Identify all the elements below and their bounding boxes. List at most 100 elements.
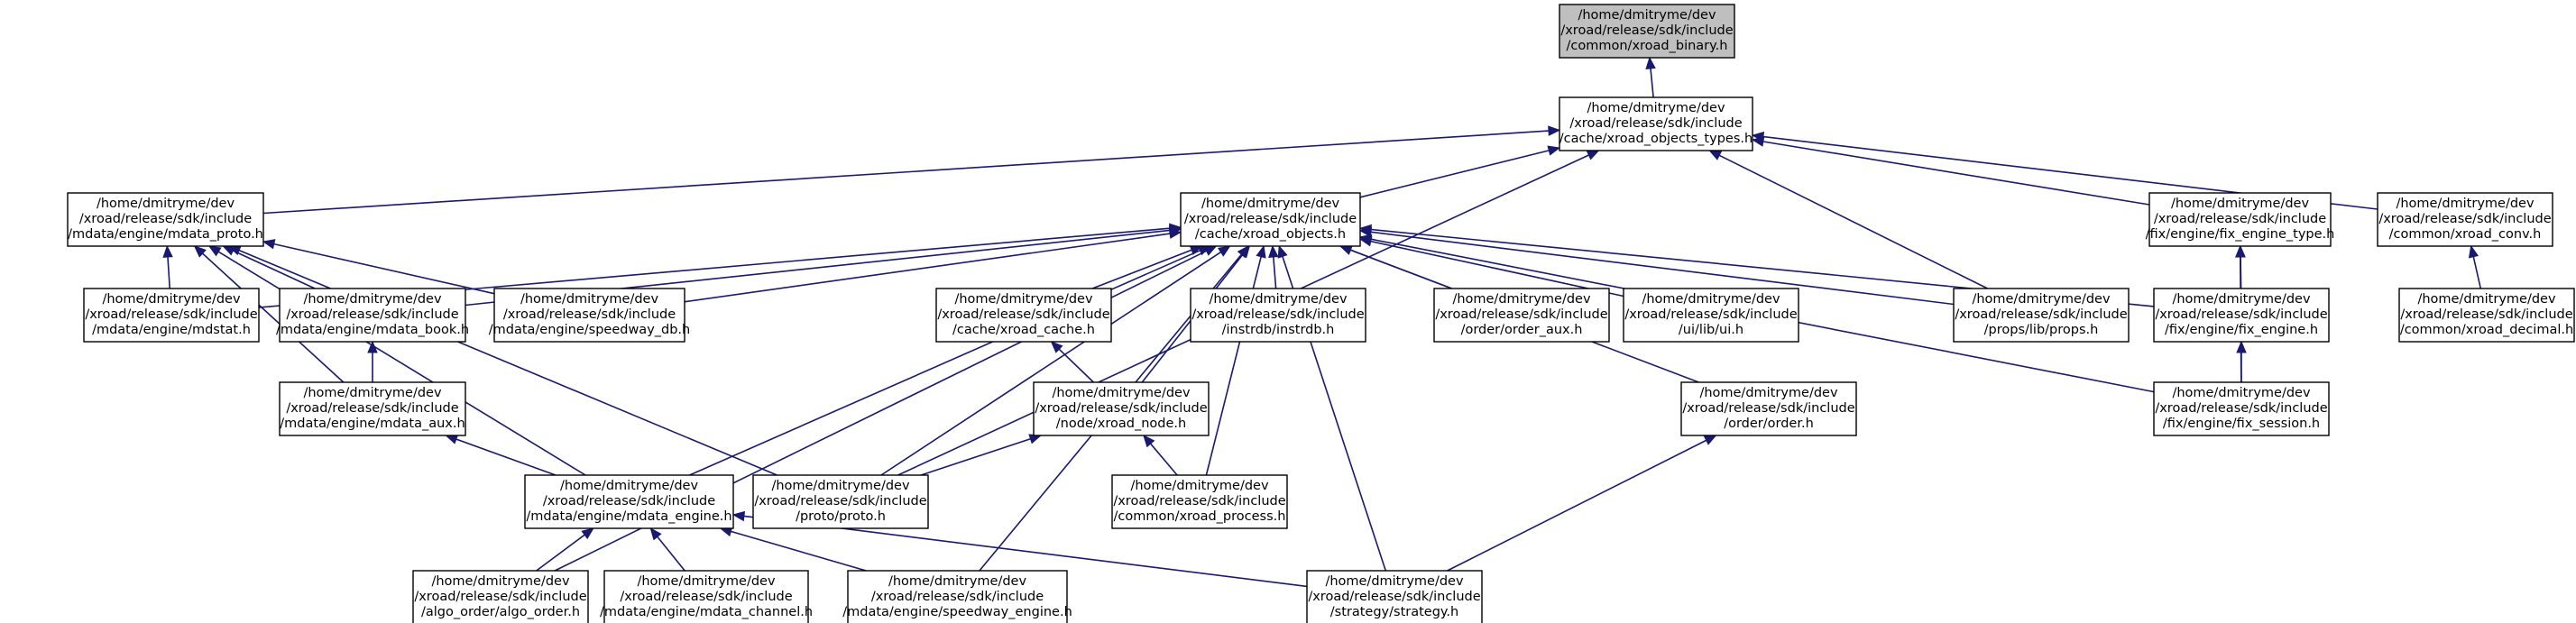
edge-line [1359, 150, 1550, 198]
edge-fix-session-to-fix-engine [2236, 340, 2247, 382]
node-xroad-objects-types[interactable]: /home/dmitryme/dev/xroad/release/sdk/inc… [1559, 96, 1753, 151]
edge-line [1370, 231, 1955, 306]
node-box [83, 288, 260, 343]
node-label-line: /home/dmitryme/dev [2171, 197, 2310, 211]
node-xroad-process[interactable]: /home/dmitryme/dev/xroad/release/sdk/inc… [1111, 474, 1288, 529]
node-label-line: /mdata/engine/mdstat.h [92, 323, 251, 337]
edge-arrowhead [1547, 145, 1561, 156]
edge-arrowhead [207, 245, 222, 257]
edge-line [2472, 256, 2482, 289]
edge-arrowhead [262, 239, 276, 250]
node-props[interactable]: /home/dmitryme/dev/xroad/release/sdk/inc… [1953, 288, 2130, 343]
edge-line [167, 256, 170, 289]
edge-arrowhead [1203, 245, 1218, 256]
edge-line [217, 251, 586, 476]
node-box [1111, 474, 1288, 529]
edge-arrowhead [1645, 56, 1656, 69]
node-label-line: /home/dmitryme/dev [303, 292, 442, 307]
node-xroad-conv[interactable]: /home/dmitryme/dev/xroad/release/sdk/inc… [2377, 192, 2553, 247]
node-xroad-binary[interactable]: /home/dmitryme/dev/xroad/release/sdk/inc… [1559, 4, 1735, 59]
node-box [1623, 288, 1799, 343]
node-box [1180, 192, 1361, 247]
edge-speedway-engine-to-mdata-engine [719, 527, 867, 572]
edge-mdata-aux-to-mdata-book [367, 340, 378, 382]
node-box [279, 381, 466, 436]
node-speedway-db[interactable]: /home/dmitryme/dev/xroad/release/sdk/inc… [489, 288, 690, 343]
edge-line [1762, 141, 2150, 206]
node-xroad-node[interactable]: /home/dmitryme/dev/xroad/release/sdk/inc… [1033, 381, 1210, 436]
node-label-line: /home/dmitryme/dev [1325, 574, 1464, 589]
node-fix-engine-type[interactable]: /home/dmitryme/dev/xroad/release/sdk/inc… [2146, 192, 2335, 247]
node-label-line: /xroad/release/sdk/include [2155, 307, 2327, 322]
node-fix-engine[interactable]: /home/dmitryme/dev/xroad/release/sdk/inc… [2153, 288, 2330, 343]
node-order[interactable]: /home/dmitryme/dev/xroad/release/sdk/inc… [1680, 381, 1857, 436]
node-mdata-book[interactable]: /home/dmitryme/dev/xroad/release/sdk/inc… [276, 288, 469, 343]
edge-arrowhead [1268, 244, 1279, 258]
node-order-aux[interactable]: /home/dmitryme/dev/xroad/release/sdk/inc… [1433, 288, 1610, 343]
edge-line [1370, 240, 1624, 298]
node-box [603, 570, 809, 623]
node-label-line: /xroad/release/sdk/include [286, 307, 458, 322]
node-fix-session[interactable]: /home/dmitryme/dev/xroad/release/sdk/inc… [2153, 381, 2330, 436]
node-label-line: /home/dmitryme/dev [560, 479, 699, 493]
node-label-line: /xroad/release/sdk/include [1191, 307, 1364, 322]
node-mdata-channel[interactable]: /home/dmitryme/dev/xroad/release/sdk/inc… [600, 570, 813, 623]
node-box [1033, 381, 1210, 436]
edge-line [238, 249, 777, 476]
node-box [412, 570, 589, 623]
node-label-line: /xroad/release/sdk/include [2155, 401, 2327, 416]
node-label-line: /home/dmitryme/dev [431, 574, 570, 589]
node-box [2148, 192, 2332, 247]
node-mdata-proto[interactable]: /home/dmitryme/dev/xroad/release/sdk/inc… [67, 192, 264, 247]
node-xroad-objects[interactable]: /home/dmitryme/dev/xroad/release/sdk/inc… [1180, 192, 1361, 247]
node-ui[interactable]: /home/dmitryme/dev/xroad/release/sdk/inc… [1623, 288, 1799, 343]
node-label-line: /home/dmitryme/dev [954, 292, 1093, 307]
edge-arrowhead [1339, 245, 1353, 255]
node-label-line: /home/dmitryme/dev [1209, 292, 1348, 307]
edge-arrowhead [1256, 244, 1266, 259]
nodes-layer: /home/dmitryme/dev/xroad/release/sdk/inc… [67, 4, 2575, 623]
edge-arrowhead [649, 527, 662, 541]
node-box [847, 570, 1068, 623]
node-proto[interactable]: /home/dmitryme/dev/xroad/release/sdk/inc… [752, 474, 929, 529]
node-box [935, 288, 1112, 343]
edge-line [1058, 348, 1094, 383]
node-label-line: /xroad/release/sdk/include [79, 212, 252, 226]
node-label-line: /xroad/release/sdk/include [1435, 307, 1607, 322]
node-label-line: /home/dmitryme/dev [1201, 197, 1340, 211]
node-xroad-decimal[interactable]: /home/dmitryme/dev/xroad/release/sdk/inc… [2398, 288, 2575, 343]
edge-arrowhead [1217, 245, 1231, 257]
node-mdata-engine[interactable]: /home/dmitryme/dev/xroad/release/sdk/inc… [524, 474, 734, 529]
edges-layer [162, 56, 2482, 588]
node-label-line: /home/dmitryme/dev [1587, 101, 1725, 115]
node-box [1953, 288, 2130, 343]
node-speedway-engine[interactable]: /home/dmitryme/dev/xroad/release/sdk/inc… [842, 570, 1072, 623]
node-label-line: /xroad/release/sdk/include [1560, 23, 1733, 38]
node-xroad-cache[interactable]: /home/dmitryme/dev/xroad/release/sdk/inc… [935, 288, 1112, 343]
node-mdstat[interactable]: /home/dmitryme/dev/xroad/release/sdk/inc… [83, 288, 260, 343]
edge-line [684, 233, 1171, 303]
node-label-line: /xroad/release/sdk/include [1955, 307, 2127, 322]
edge-xroad-process-to-xroad-objects [1205, 244, 1266, 476]
node-label-line: /node/xroad_node.h [1056, 417, 1186, 431]
edge-line [1091, 249, 1192, 289]
node-label-line: /xroad/release/sdk/include [1624, 307, 1797, 322]
node-algo-order[interactable]: /home/dmitryme/dev/xroad/release/sdk/inc… [412, 570, 589, 623]
node-instrdb[interactable]: /home/dmitryme/dev/xroad/release/sdk/inc… [1190, 288, 1366, 343]
node-label-line: /mdata/engine/mdata_proto.h [68, 227, 263, 242]
node-label-line: /home/dmitryme/dev [1452, 292, 1591, 307]
edge-arrowhead [1751, 131, 1765, 142]
node-label-line: /fix/engine/fix_session.h [2163, 417, 2320, 431]
node-box [1433, 288, 1610, 343]
edge-arrowhead [193, 245, 207, 258]
edge-arrowhead [1708, 150, 1723, 160]
node-label-line: /home/dmitryme/dev [1972, 292, 2111, 307]
node-mdata-aux[interactable]: /home/dmitryme/dev/xroad/release/sdk/inc… [279, 381, 466, 436]
edge-mdata-engine-to-mdata-proto [207, 245, 586, 476]
node-box [1559, 4, 1735, 59]
node-label-line: /home/dmitryme/dev [771, 479, 910, 493]
node-strategy[interactable]: /home/dmitryme/dev/xroad/release/sdk/inc… [1306, 570, 1483, 623]
node-label-line: /props/lib/props.h [1984, 323, 2099, 337]
node-box [1190, 288, 1366, 343]
